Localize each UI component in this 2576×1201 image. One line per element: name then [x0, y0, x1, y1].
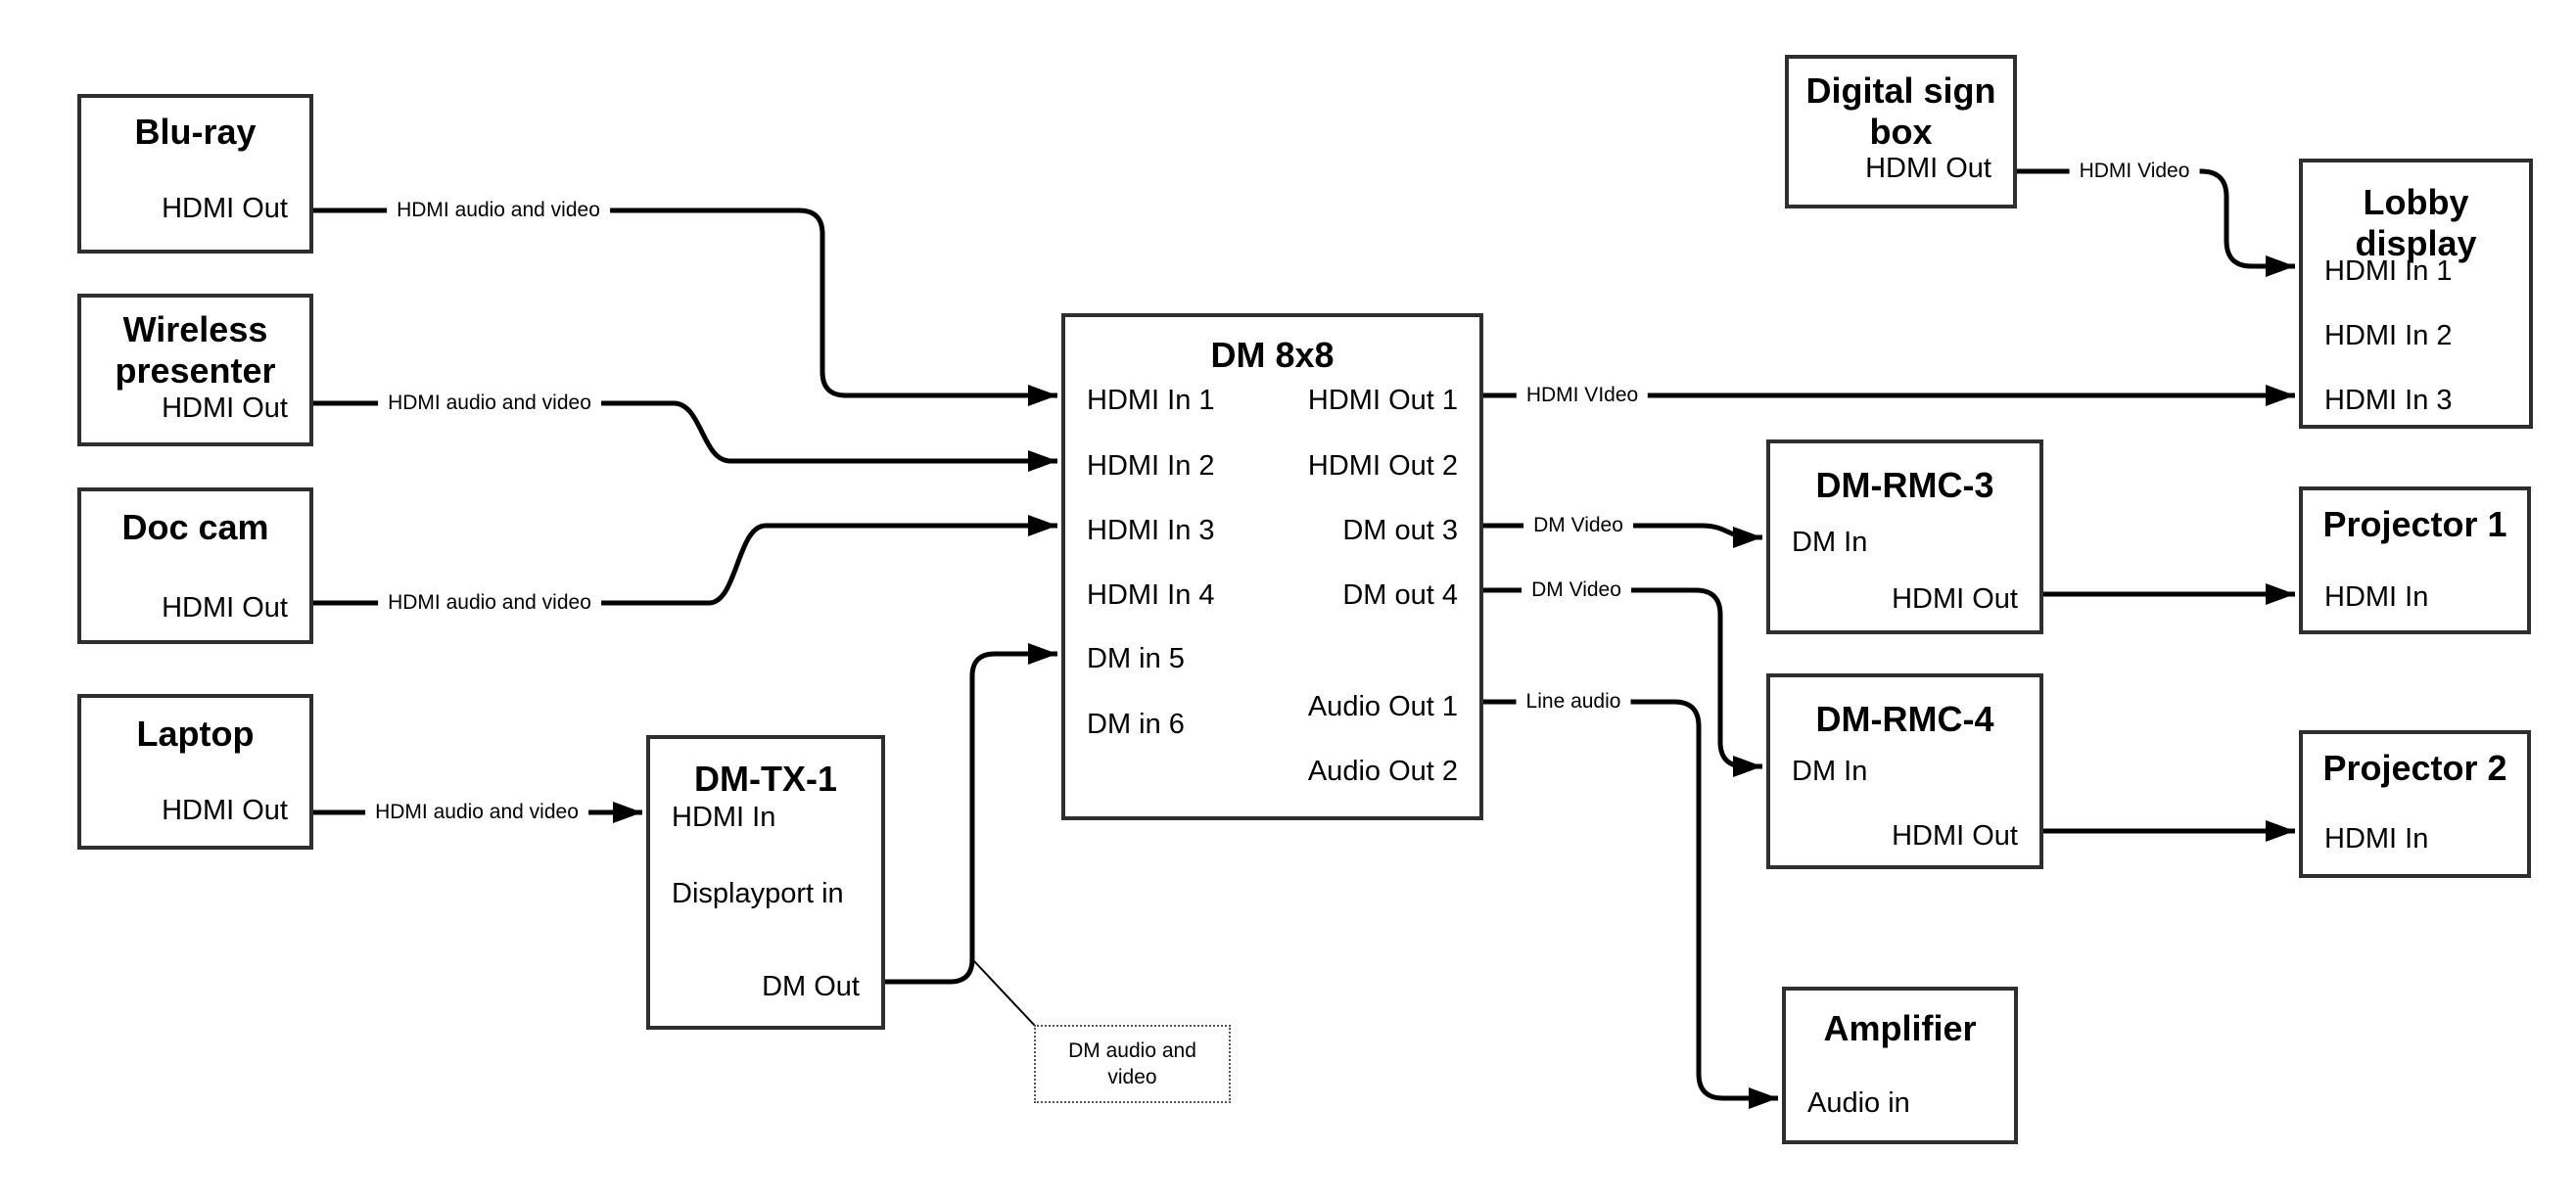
port-dmtx1-hdmi-in: HDMI In	[672, 802, 776, 833]
wire-digitalsign-to-lobby-in1	[2017, 168, 2295, 277]
port-doccam-hdmi-out: HDMI Out	[162, 592, 288, 624]
node-projector-1-title: Projector 1	[2322, 504, 2507, 544]
node-amplifier-title: Amplifier	[1823, 1008, 1977, 1048]
node-lobby-display-title: Lobby display	[2355, 182, 2477, 263]
node-bluray-title: Blu-ray	[134, 112, 257, 152]
callout-dm-audio-and-video: DM audio and video	[1034, 1025, 1231, 1103]
port-dm8x8-hdmi-out-1: HDMI Out 1	[1307, 385, 1458, 416]
node-dm-tx-1-title: DM-TX-1	[694, 759, 837, 799]
node-laptop-title: Laptop	[136, 714, 255, 754]
wire-label-hdmi-out-1: HDMI VIdeo	[1516, 383, 1649, 408]
node-dm-8x8: DM 8x8 HDMI In 1 HDMI In 2 HDMI In 3 HDM…	[1061, 313, 1483, 820]
port-dm8x8-hdmi-in-3: HDMI In 3	[1087, 515, 1215, 546]
wire-label-dm-out-4: DM Video	[1522, 577, 1631, 603]
node-projector-2-title: Projector 2	[2322, 748, 2507, 788]
port-dm8x8-dm-in-6: DM in 6	[1087, 709, 1185, 740]
port-dmrmc3-hdmi-out: HDMI Out	[1892, 583, 2018, 615]
node-dm-rmc-4-title: DM-RMC-4	[1815, 699, 1994, 739]
node-doc-cam-title: Doc cam	[121, 507, 269, 547]
node-lobby-display: Lobby display HDMI In 1 HDMI In 2 HDMI I…	[2299, 159, 2533, 429]
node-projector-2: Projector 2 HDMI In	[2299, 730, 2531, 878]
port-dm8x8-dm-out-3: DM out 3	[1342, 515, 1458, 546]
port-lobby-hdmi-in-1: HDMI In 1	[2324, 255, 2453, 287]
port-dmrmc3-dm-in: DM In	[1792, 527, 1868, 558]
wire-doccam-to-dm8x8-in3	[313, 515, 1057, 606]
port-proj2-hdmi-in: HDMI In	[2324, 823, 2429, 855]
node-projector-1: Projector 1 HDMI In	[2299, 486, 2531, 634]
wire-label-audio-out-1: Line audio	[1516, 689, 1631, 715]
wire-label-bluray: HDMI audio and video	[387, 198, 610, 223]
node-digital-sign-box-title: Digital sign box	[1805, 70, 1996, 152]
port-laptop-hdmi-out: HDMI Out	[162, 795, 288, 826]
port-dm8x8-hdmi-out-2: HDMI Out 2	[1307, 450, 1458, 482]
node-dm-rmc-3: DM-RMC-3 DM In HDMI Out	[1766, 439, 2043, 634]
wire-dm8x8-aout1-to-amplifier	[1483, 699, 1778, 1109]
node-dm-tx-1: DM-TX-1 HDMI In Displayport in DM Out	[646, 735, 885, 1030]
node-dm-rmc-3-title: DM-RMC-3	[1815, 465, 1994, 505]
port-dm8x8-dm-in-5: DM in 5	[1087, 643, 1185, 674]
wire-label-digitalsign: HDMI Video	[2069, 159, 2200, 184]
port-dm8x8-hdmi-in-4: HDMI In 4	[1087, 579, 1215, 611]
port-bluray-hdmi-out: HDMI Out	[162, 193, 288, 224]
node-digital-sign-box: Digital sign box HDMI Out	[1785, 55, 2017, 208]
port-dmrmc4-dm-in: DM In	[1792, 756, 1868, 787]
wire-label-wireless: HDMI audio and video	[378, 391, 601, 416]
node-laptop: Laptop HDMI Out	[77, 694, 313, 850]
node-doc-cam: Doc cam HDMI Out	[77, 487, 313, 644]
port-wireless-hdmi-out: HDMI Out	[162, 393, 288, 424]
port-lobby-hdmi-in-2: HDMI In 2	[2324, 320, 2453, 351]
port-proj1-hdmi-in: HDMI In	[2324, 581, 2429, 613]
node-amplifier: Amplifier Audio in	[1782, 987, 2018, 1144]
wire-wireless-to-dm8x8-in2	[313, 400, 1057, 472]
node-wireless-presenter: Wireless presenter HDMI Out	[77, 294, 313, 446]
port-dm8x8-audio-out-1: Audio Out 1	[1307, 691, 1458, 722]
wire-label-laptop: HDMI audio and video	[365, 800, 588, 825]
node-dm-8x8-title: DM 8x8	[1210, 335, 1335, 375]
wire-dmtx1-dmout-to-dm8x8-in5	[885, 643, 1057, 985]
port-dm8x8-dm-out-4: DM out 4	[1342, 579, 1458, 611]
wire-dm8x8-out4-to-dmrmc4-dmin	[1483, 587, 1762, 777]
node-bluray: Blu-ray HDMI Out	[77, 94, 313, 254]
wire-bluray-to-dm8x8-in1	[313, 208, 1057, 406]
port-lobby-hdmi-in-3: HDMI In 3	[2324, 385, 2453, 416]
port-dm8x8-hdmi-in-1: HDMI In 1	[1087, 385, 1215, 416]
wire-label-dm-out-3: DM Video	[1523, 513, 1633, 538]
port-dm8x8-audio-out-2: Audio Out 2	[1307, 756, 1458, 787]
port-dmrmc4-hdmi-out: HDMI Out	[1892, 820, 2018, 852]
port-dm8x8-hdmi-in-2: HDMI In 2	[1087, 450, 1215, 482]
wire-label-doccam: HDMI audio and video	[378, 590, 601, 616]
node-wireless-presenter-title: Wireless presenter	[115, 309, 276, 391]
port-dmtx1-displayport-in: Displayport in	[672, 878, 844, 909]
wire-dm8x8-out3-to-dmrmc3-dmin	[1483, 523, 1762, 548]
callout-leader-line	[973, 960, 1037, 1028]
port-digitalsign-hdmi-out: HDMI Out	[1865, 153, 1991, 184]
port-dmtx1-dm-out: DM Out	[762, 971, 860, 1002]
port-amplifier-audio-in: Audio in	[1807, 1087, 1910, 1119]
node-dm-rmc-4: DM-RMC-4 DM In HDMI Out	[1766, 673, 2043, 869]
